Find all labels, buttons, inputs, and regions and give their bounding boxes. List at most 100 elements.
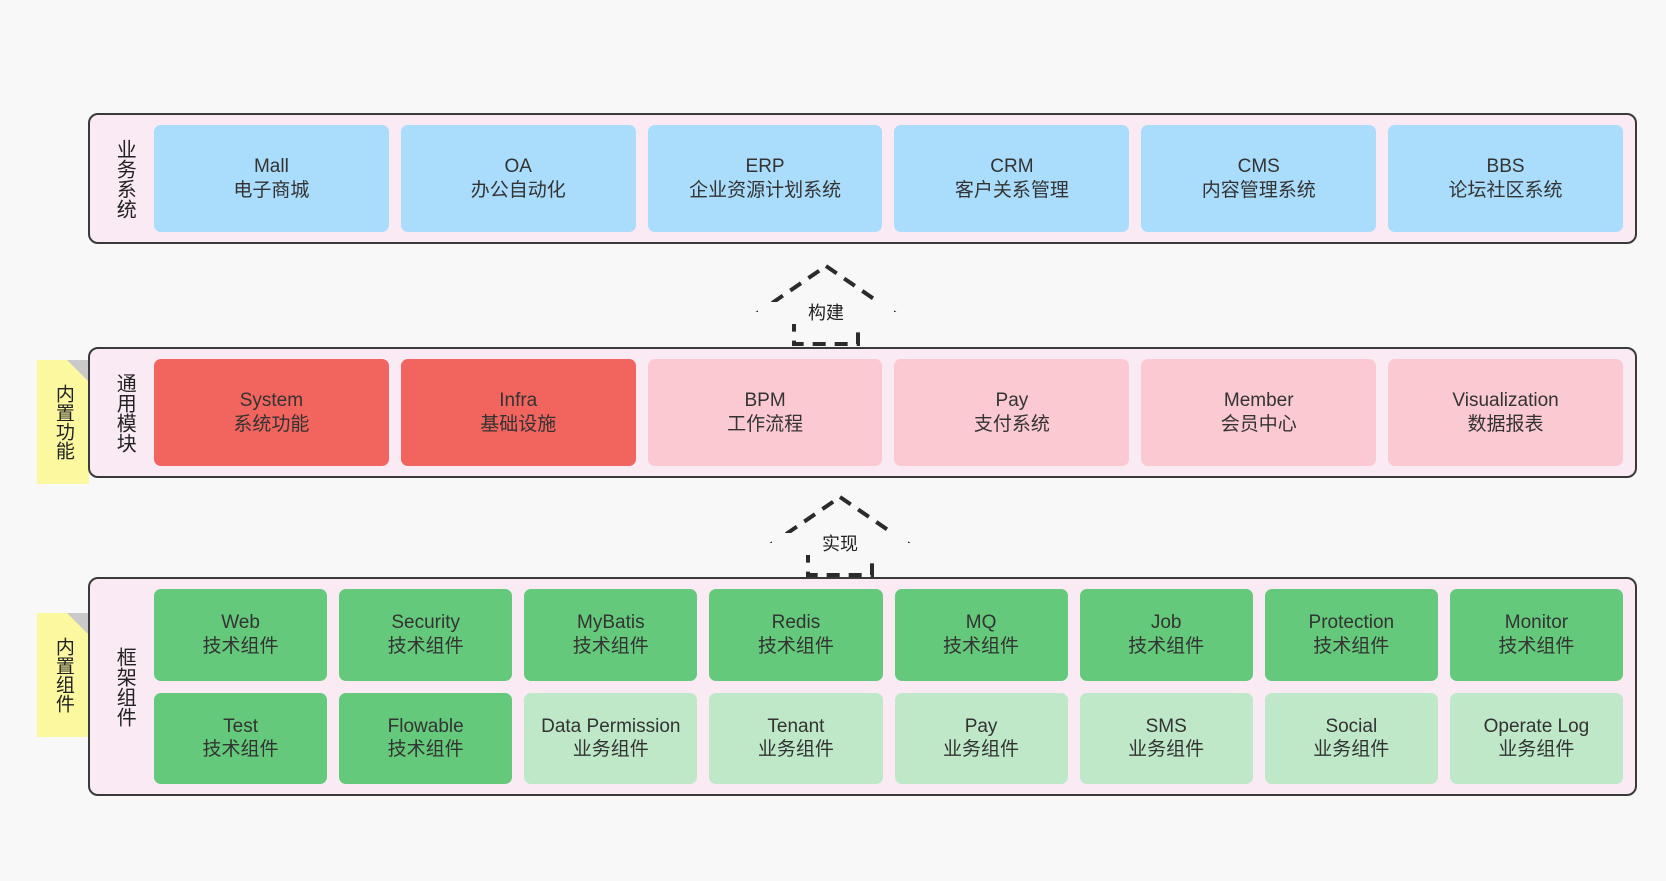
card-title-cn: 技术组件 (943, 635, 1020, 657)
card-infra[interactable]: Infra 基础设施 (400, 359, 636, 466)
card-row: Mall 电子商城 OA 办公自动化 ERP 企业资源计划系统 CRM 客户关系… (154, 125, 1623, 232)
card-title-en: Tenant (767, 715, 825, 737)
connector-build-label: 构建 (758, 302, 894, 324)
card-mall[interactable]: Mall 电子商城 (154, 125, 389, 232)
card-title-en: Infra (499, 389, 538, 411)
card-monitor[interactable]: Monitor 技术组件 (1449, 589, 1623, 681)
card-row-tech: Web 技术组件 Security 技术组件 MyBatis 技术组件 Redi… (154, 589, 1623, 681)
card-title-en: BBS (1486, 155, 1525, 177)
card-title-en: CMS (1237, 155, 1280, 177)
card-visualization[interactable]: Visualization 数据报表 (1388, 359, 1623, 466)
card-web[interactable]: Web 技术组件 (154, 589, 328, 681)
card-title-cn: 业务组件 (1128, 739, 1205, 761)
card-mybatis[interactable]: MyBatis 技术组件 (524, 589, 698, 681)
card-title-en: OA (504, 155, 532, 177)
card-title-en: Test (223, 715, 258, 737)
card-title-en: Pay (995, 389, 1029, 411)
note-label: 内置功能 (52, 384, 74, 460)
card-title-cn: 技术组件 (757, 635, 834, 657)
card-title-en: Operate Log (1483, 715, 1590, 737)
implement-arrow-icon (769, 494, 911, 577)
card-title-cn: 业务组件 (943, 739, 1020, 761)
card-title-cn: 技术组件 (202, 739, 279, 761)
layer-title-framework-component: 框架组件 (113, 646, 136, 727)
card-title-cn: 数据报表 (1467, 413, 1544, 435)
card-redis[interactable]: Redis 技术组件 (709, 589, 883, 681)
card-pay[interactable]: Pay 支付系统 (894, 359, 1130, 466)
card-title-cn: 业务组件 (1313, 739, 1390, 761)
card-title-en: SMS (1145, 715, 1187, 737)
note-label: 内置组件 (52, 637, 74, 713)
connector-implement-label: 实现 (772, 533, 908, 555)
card-data-permission[interactable]: Data Permission 业务组件 (524, 692, 698, 784)
card-pay-business[interactable]: Pay 业务组件 (894, 692, 1068, 784)
card-tenant[interactable]: Tenant 业务组件 (709, 692, 883, 784)
card-title-cn: 技术组件 (202, 635, 279, 657)
card-title-cn: 技术组件 (387, 635, 464, 657)
card-system[interactable]: System 系统功能 (154, 359, 389, 466)
card-row-business: Test 技术组件 Flowable 技术组件 Data Permission … (154, 692, 1623, 784)
card-title-cn: 内容管理系统 (1201, 179, 1316, 201)
layer-framework-component[interactable]: 框架组件 Web 技术组件 Security 技术组件 MyBatis 技术组件… (88, 577, 1637, 796)
card-title-en: Monitor (1504, 612, 1569, 633)
layer-title-common-module: 通用模块 (113, 372, 136, 453)
layer-business-system[interactable]: 业务系统 Mall 电子商城 OA 办公自动化 ERP 企业资源计划系统 CRM… (88, 113, 1637, 244)
card-title-en: Job (1150, 612, 1182, 633)
card-oa[interactable]: OA 办公自动化 (400, 125, 636, 232)
card-security[interactable]: Security 技术组件 (339, 589, 513, 681)
card-title-en: Social (1325, 715, 1378, 737)
card-title-cn: 业务组件 (757, 739, 834, 761)
card-title-cn: 系统功能 (233, 413, 310, 435)
card-bbs[interactable]: BBS 论坛社区系统 (1388, 125, 1623, 232)
card-title-cn: 技术组件 (387, 739, 464, 761)
card-operate-log[interactable]: Operate Log 业务组件 (1449, 692, 1623, 784)
card-title-cn: 办公自动化 (470, 179, 566, 201)
card-protection[interactable]: Protection 技术组件 (1264, 589, 1438, 681)
card-test[interactable]: Test 技术组件 (154, 692, 328, 784)
card-title-en: Data Permission (541, 715, 681, 737)
card-social[interactable]: Social 业务组件 (1264, 692, 1438, 784)
card-title-en: MQ (965, 612, 997, 633)
note-fold-corner-icon (67, 360, 89, 382)
note-builtin-function[interactable]: 内置功能 (37, 360, 89, 484)
layer-body-common-module: System 系统功能 Infra 基础设施 BPM 工作流程 Pay 支付系统… (146, 359, 1623, 466)
card-sms[interactable]: SMS 业务组件 (1079, 692, 1253, 784)
card-title-cn: 技术组件 (572, 635, 649, 657)
build-arrow-icon (755, 263, 897, 346)
card-title-en: MyBatis (577, 612, 645, 633)
card-erp[interactable]: ERP 企业资源计划系统 (647, 125, 883, 232)
card-flowable[interactable]: Flowable 技术组件 (339, 692, 513, 784)
card-title-cn: 技术组件 (1128, 635, 1205, 657)
card-title-cn: 支付系统 (973, 413, 1050, 435)
card-row: System 系统功能 Infra 基础设施 BPM 工作流程 Pay 支付系统… (154, 359, 1623, 466)
card-title-cn: 基础设施 (480, 413, 557, 435)
card-title-en: Mall (253, 155, 289, 177)
card-title-en: System (239, 389, 304, 411)
connector-implement: 实现 (769, 493, 911, 577)
card-job[interactable]: Job 技术组件 (1079, 589, 1253, 681)
card-title-en: ERP (745, 155, 785, 177)
note-builtin-component[interactable]: 内置组件 (37, 613, 89, 737)
card-title-cn: 企业资源计划系统 (689, 179, 842, 201)
card-title-en: Pay (964, 715, 998, 737)
layer-body-business-system: Mall 电子商城 OA 办公自动化 ERP 企业资源计划系统 CRM 客户关系… (146, 125, 1623, 232)
card-title-en: Web (221, 612, 260, 633)
card-member[interactable]: Member 会员中心 (1141, 359, 1377, 466)
card-title-en: Flowable (387, 715, 464, 737)
card-mq[interactable]: MQ 技术组件 (894, 589, 1068, 681)
card-title-en: CRM (990, 155, 1034, 177)
card-cms[interactable]: CMS 内容管理系统 (1141, 125, 1377, 232)
card-title-en: Security (391, 612, 460, 633)
card-bpm[interactable]: BPM 工作流程 (647, 359, 883, 466)
card-title-cn: 会员中心 (1220, 413, 1297, 435)
card-title-cn: 技术组件 (1498, 635, 1575, 657)
connector-build: 构建 (755, 262, 897, 346)
layer-body-framework-component: Web 技术组件 Security 技术组件 MyBatis 技术组件 Redi… (146, 589, 1623, 784)
card-title-cn: 业务组件 (1498, 739, 1575, 761)
card-title-en: Redis (771, 612, 821, 633)
card-title-en: BPM (744, 389, 786, 411)
card-title-cn: 工作流程 (727, 413, 804, 435)
layer-common-module[interactable]: 通用模块 System 系统功能 Infra 基础设施 BPM 工作流程 Pay… (88, 347, 1637, 478)
card-title-en: Member (1223, 389, 1294, 411)
card-crm[interactable]: CRM 客户关系管理 (894, 125, 1130, 232)
